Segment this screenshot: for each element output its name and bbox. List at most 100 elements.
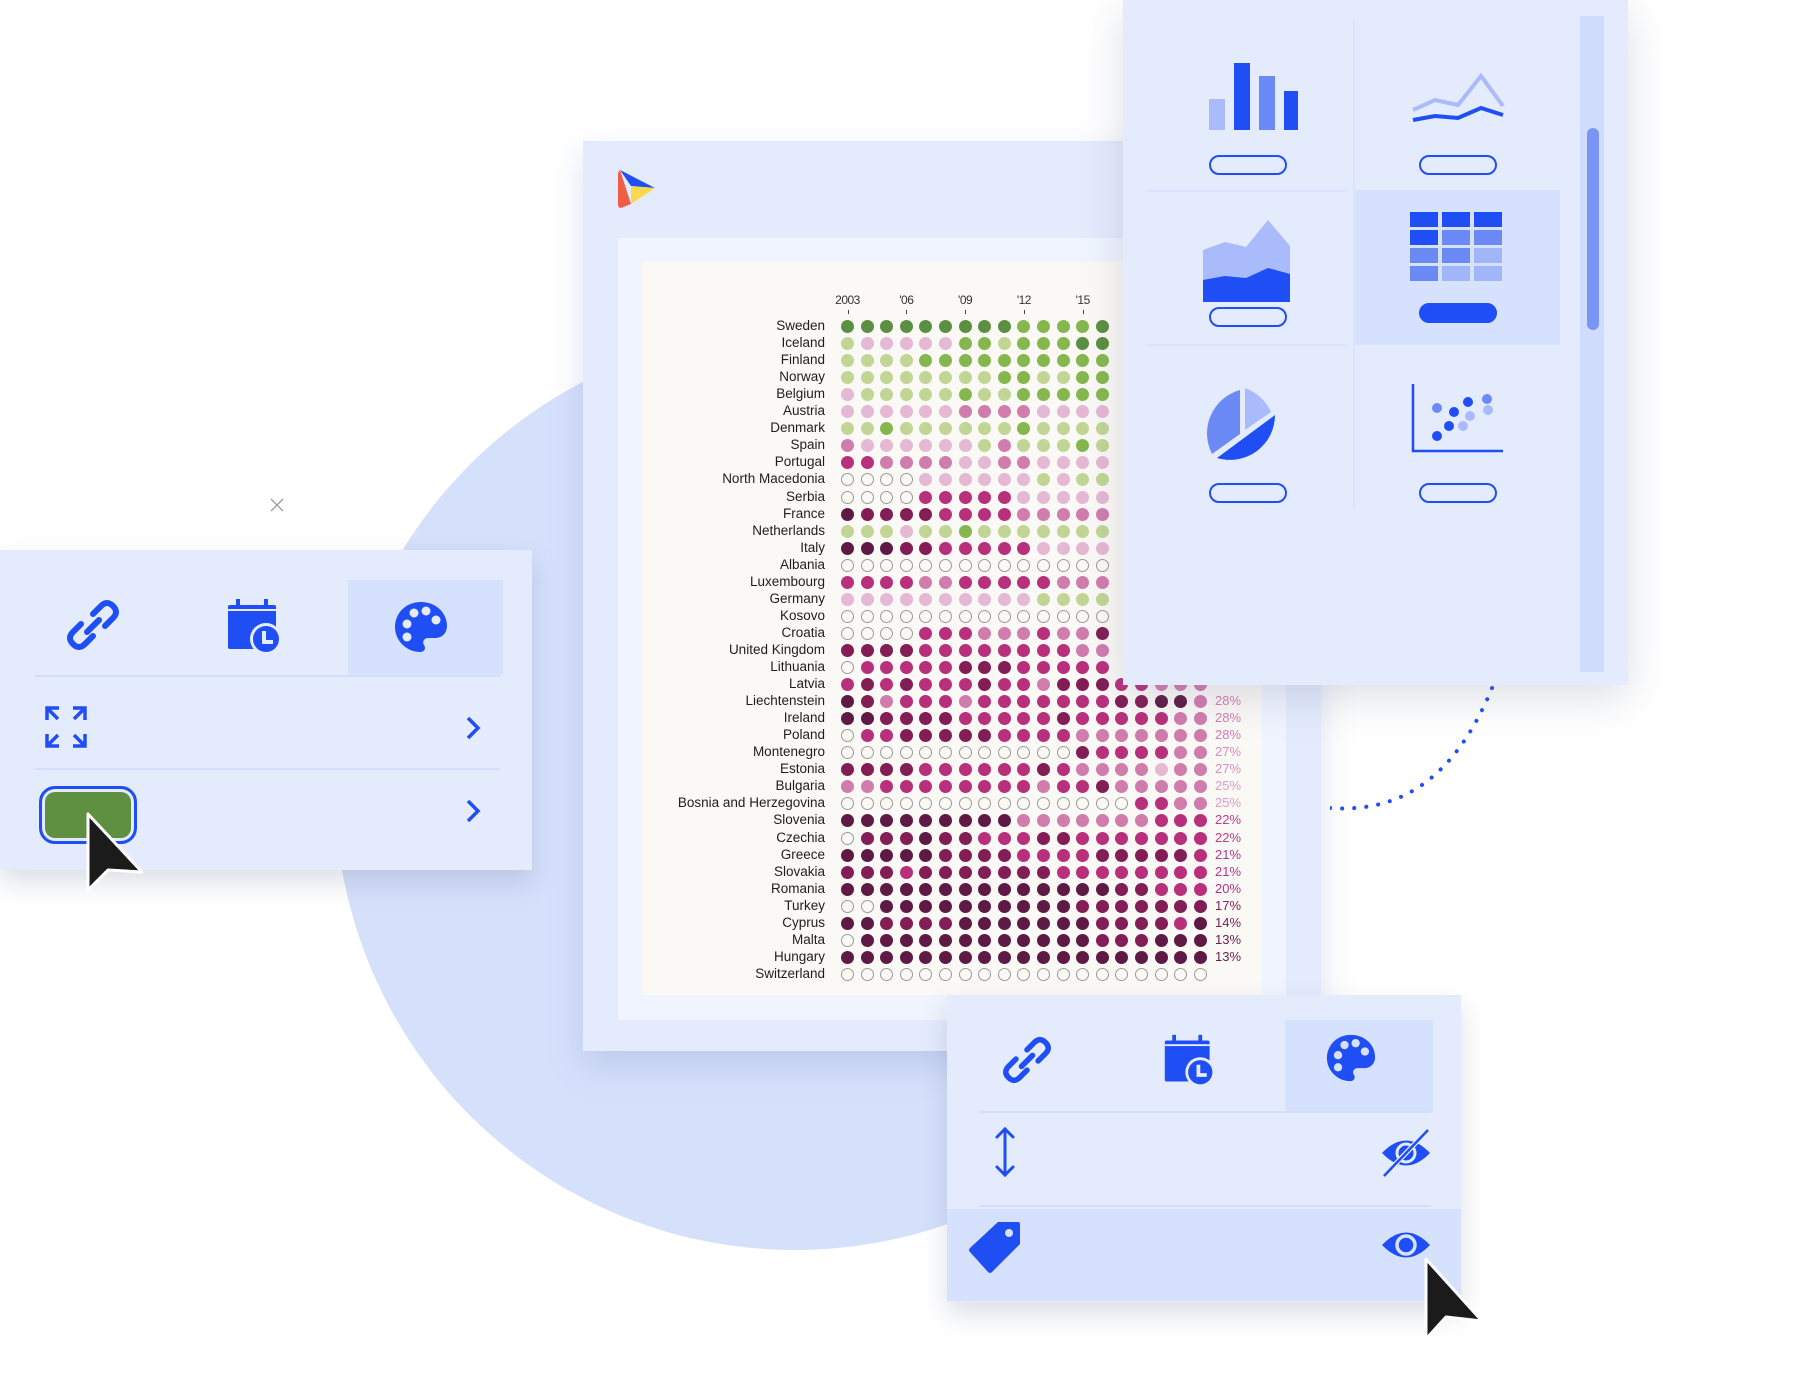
data-dot	[1135, 780, 1148, 794]
data-dot	[860, 950, 874, 964]
expand-icon[interactable]	[45, 706, 87, 748]
link-icon[interactable]	[67, 598, 119, 652]
data-dot	[1095, 473, 1109, 487]
pie-chart-select-pill[interactable]	[1208, 483, 1287, 503]
data-dot	[1037, 575, 1050, 589]
data-dot	[860, 320, 874, 333]
country-label: Iceland	[781, 335, 825, 351]
data-dot	[1056, 490, 1070, 504]
data-dot	[978, 695, 992, 709]
data-dot	[958, 780, 972, 794]
data-dot	[1056, 916, 1070, 930]
data-dot	[919, 490, 933, 504]
data-dot	[1017, 354, 1031, 368]
data-dot	[1115, 899, 1129, 913]
data-dot	[880, 780, 894, 794]
data-dot	[939, 797, 952, 811]
data-dot	[841, 695, 854, 709]
chart-option-table[interactable]	[1355, 190, 1560, 345]
scatter-chart-select-pill[interactable]	[1418, 483, 1497, 503]
data-dot	[958, 797, 972, 811]
data-dot	[1037, 763, 1050, 777]
calendar-clock-icon[interactable]	[1162, 1033, 1218, 1089]
chart-option-area[interactable]	[1145, 192, 1350, 344]
data-dot	[860, 712, 874, 726]
data-dot	[958, 337, 972, 351]
chart-option-scatter[interactable]	[1355, 346, 1560, 516]
bar-chart-select-pill[interactable]	[1208, 155, 1287, 175]
chart-option-pie[interactable]	[1145, 346, 1350, 516]
area-chart-select-pill[interactable]	[1208, 307, 1287, 327]
data-dot	[1135, 865, 1148, 879]
data-dot	[860, 524, 874, 538]
data-dot	[899, 848, 913, 862]
data-dot	[1076, 456, 1090, 470]
data-dot	[1095, 643, 1109, 657]
data-dot	[997, 950, 1011, 964]
label-row-highlight[interactable]	[947, 1209, 1461, 1301]
palette-icon[interactable]	[393, 600, 449, 654]
data-dot	[1095, 439, 1109, 453]
close-icon[interactable]	[269, 497, 285, 513]
data-dot	[1154, 950, 1168, 964]
data-dot	[1115, 950, 1129, 964]
chart-option-line[interactable]	[1355, 20, 1560, 190]
chart-panel-scroll-thumb[interactable]	[1587, 128, 1599, 330]
chart-panel-scrollbar[interactable]	[1580, 16, 1604, 672]
data-dot	[899, 643, 913, 657]
data-dot	[978, 967, 992, 981]
data-dot	[997, 729, 1011, 743]
data-dot	[860, 865, 874, 879]
palette-icon[interactable]	[1325, 1033, 1377, 1083]
chevron-right-icon[interactable]	[465, 715, 481, 741]
data-dot	[939, 626, 952, 640]
link-icon[interactable]	[1003, 1035, 1051, 1085]
data-dot	[919, 797, 933, 811]
data-dot	[939, 592, 952, 606]
chart-option-bar[interactable]	[1145, 20, 1350, 190]
calendar-clock-icon[interactable]	[226, 597, 284, 657]
data-dot	[919, 899, 933, 913]
eye-off-icon[interactable]	[1380, 1128, 1432, 1178]
chart-type-panel	[1123, 0, 1628, 685]
data-dot	[939, 882, 952, 896]
data-dot	[899, 422, 913, 436]
data-dot	[997, 439, 1011, 453]
data-dot	[1056, 337, 1070, 351]
data-dot	[1076, 524, 1090, 538]
data-dot	[899, 746, 913, 760]
data-dot	[1056, 456, 1070, 470]
data-dot	[1115, 933, 1129, 947]
data-dot	[978, 831, 992, 845]
pie-chart-icon	[1206, 388, 1275, 460]
data-dot	[1193, 831, 1207, 845]
tag-icon[interactable]	[968, 1220, 1022, 1276]
country-label: Luxembourg	[749, 573, 825, 589]
data-dot	[1076, 865, 1090, 879]
data-dot	[1076, 320, 1090, 333]
data-dot	[958, 558, 972, 572]
data-dot	[1017, 882, 1031, 896]
data-dot	[1017, 558, 1031, 572]
data-dot	[978, 337, 992, 351]
data-dot	[1017, 456, 1031, 470]
data-dot	[899, 337, 913, 351]
data-dot	[1154, 780, 1168, 794]
percentage-label: 13%	[1215, 948, 1242, 964]
data-dot	[1056, 354, 1070, 368]
data-dot	[1056, 780, 1070, 794]
vertical-resize-icon[interactable]	[993, 1126, 1017, 1178]
chevron-right-icon[interactable]	[465, 798, 481, 824]
data-dot	[1095, 712, 1109, 726]
data-dot	[1076, 729, 1090, 743]
data-dot	[880, 558, 894, 572]
line-chart-select-pill[interactable]	[1418, 155, 1497, 175]
data-dot	[939, 712, 952, 726]
data-dot	[899, 865, 913, 879]
table-chart-select-pill[interactable]	[1418, 303, 1497, 323]
data-dot	[978, 899, 992, 913]
data-dot	[978, 661, 992, 674]
data-dot	[1017, 814, 1031, 828]
data-dot	[880, 388, 894, 402]
eye-icon[interactable]	[1380, 1226, 1432, 1264]
